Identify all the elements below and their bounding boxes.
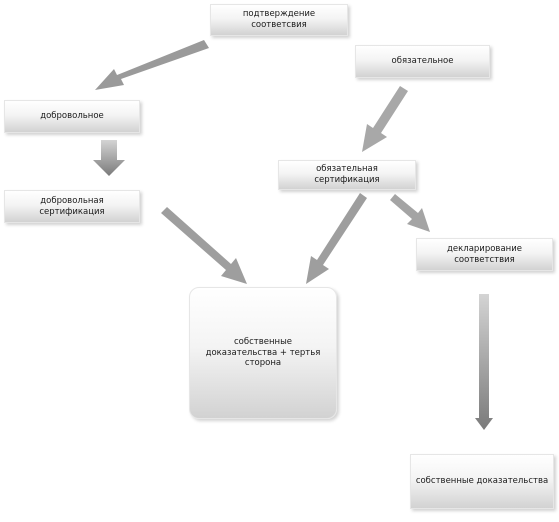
arrow-mcert-to-decl (390, 194, 430, 232)
node-own-plus-third-party: собственные доказательства + тертья стор… (189, 287, 337, 419)
node-own-plus-third-party-label: собственные доказательства + тертья стор… (205, 337, 321, 369)
node-own-evidence-label: собственные доказательства (415, 476, 549, 487)
arrow-vcert-to-center (161, 207, 247, 284)
node-declaration-label: декларирование соответствия (447, 243, 522, 265)
arrow-mcert-to-center (306, 193, 367, 284)
node-voluntary: добровольное (4, 100, 140, 133)
node-confirmation: подтверждение соответсвия (210, 4, 348, 36)
arrow-confirmation-to-voluntary (95, 40, 209, 90)
arrow-voluntary-to-vcert (93, 140, 125, 176)
node-mandatory-certification: обязательная сертификация (278, 160, 416, 190)
arrow-mandatory-to-mcert (362, 86, 408, 152)
node-voluntary-certification: добровольная сертификация (4, 190, 140, 223)
node-mandatory-certification-label: обязательная сертификация (314, 164, 380, 185)
node-mandatory-label: обязательное (391, 56, 454, 67)
node-declaration: декларирование соответствия (416, 238, 553, 271)
node-voluntary-label: добровольное (40, 111, 104, 122)
arrow-decl-to-own (475, 294, 493, 430)
node-confirmation-label: подтверждение соответсвия (242, 9, 316, 30)
node-voluntary-certification-label: добровольная сертификация (39, 195, 105, 217)
node-own-evidence: собственные доказательства (410, 454, 554, 509)
node-mandatory: обязательное (355, 45, 490, 78)
